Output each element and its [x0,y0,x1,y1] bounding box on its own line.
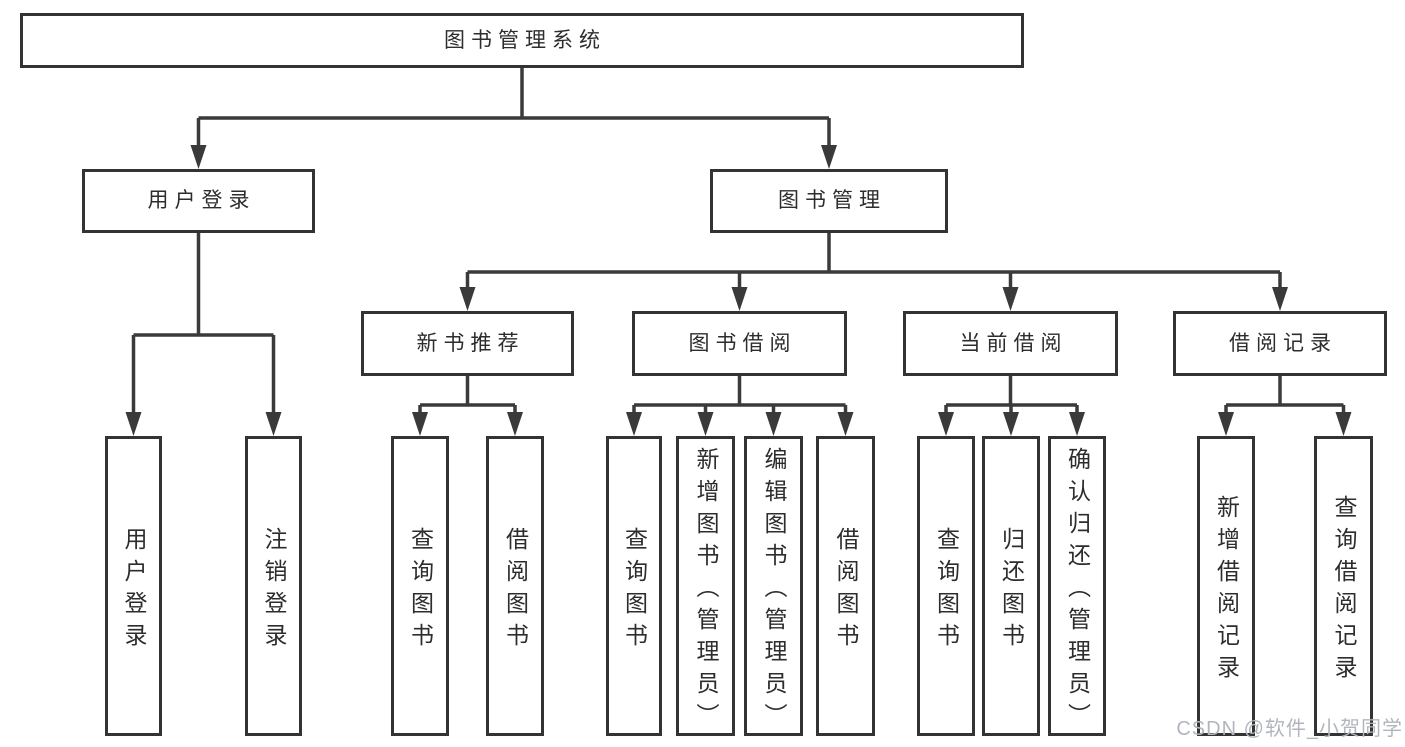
node-leaf-confirm-return: 确认归还（管理员） [1048,436,1106,736]
arrowhead-leaf-borrow-book-2 [837,412,854,436]
node-leaf-add-book: 新增图书（管理员） [676,436,735,736]
connector-path-book-mgmt [465,233,1282,291]
connector-book-borrow [626,376,854,436]
arrowhead-borrow-record [1272,287,1288,311]
node-leaf-query-book-3: 查询图书 [917,436,975,736]
arrowhead-book-mgmt [821,145,837,169]
node-leaf-query-borrow-record: 查询借阅记录 [1314,436,1373,736]
node-label-root: 图书管理系统 [444,28,606,52]
connector-path-root [196,68,831,149]
node-label-leaf-user-login: 用户登录 [121,526,147,655]
node-leaf-logout: 注销登录 [245,436,302,736]
connector-root [190,68,837,169]
node-leaf-add-borrow-record: 新增借阅记录 [1197,436,1255,736]
node-label-book-mgmt: 图书管理 [778,189,886,213]
arrowhead-leaf-query-book-1 [412,412,428,436]
node-leaf-edit-book: 编辑图书（管理员） [744,436,803,736]
node-root: 图书管理系统 [20,13,1024,68]
node-label-leaf-edit-book: 编辑图书（管理员） [761,446,787,735]
node-borrow-record: 借阅记录 [1173,311,1387,376]
connector-borrow-record [1218,376,1352,436]
arrowhead-leaf-edit-book [765,412,782,436]
node-leaf-query-book-2: 查询图书 [606,436,662,736]
node-user-login: 用户登录 [82,169,315,233]
node-label-leaf-query-book-3: 查询图书 [933,526,960,655]
connector-book-mgmt [459,233,1288,311]
node-label-leaf-confirm-return: 确认归还（管理员） [1064,446,1091,735]
arrowhead-current-borrow [1002,287,1019,311]
node-label-leaf-add-book: 新增图书（管理员） [693,446,719,735]
node-current-borrow: 当前借阅 [903,311,1118,376]
node-label-leaf-logout: 注销登录 [261,526,287,655]
node-new-book-rec: 新书推荐 [361,311,574,376]
connector-user-login [125,233,282,436]
arrowhead-book-borrow [731,287,748,311]
connector-new-book-rec [412,376,523,436]
node-leaf-user-login: 用户登录 [105,436,162,736]
node-label-leaf-borrow-book-2: 借阅图书 [833,526,859,655]
node-label-leaf-query-borrow-record: 查询借阅记录 [1331,494,1357,687]
node-label-borrow-record: 借阅记录 [1229,331,1337,355]
connector-path-borrow-record [1224,376,1346,416]
node-book-borrow: 图书借阅 [632,311,847,376]
arrowhead-leaf-confirm-return [1069,412,1085,436]
connector-path-new-book-rec [418,376,517,416]
arrowhead-leaf-logout [265,412,282,436]
connector-current-borrow [938,376,1085,436]
arrowhead-leaf-query-book-3 [938,412,954,436]
node-leaf-borrow-book-2: 借阅图书 [816,436,875,736]
watermark: CSDN @软件_小贺同学 [1176,718,1403,740]
arrowhead-new-book-rec [459,287,476,311]
node-label-user-login: 用户登录 [147,189,256,213]
node-label-book-borrow: 图书借阅 [688,331,797,355]
node-leaf-borrow-book-1: 借阅图书 [486,436,544,736]
arrowhead-user-login [190,145,207,169]
node-label-current-borrow: 当前借阅 [959,331,1068,355]
node-leaf-return-book: 归还图书 [982,436,1040,736]
arrowhead-leaf-return-book [1003,412,1019,436]
arrowhead-leaf-borrow-book-1 [507,412,523,436]
node-label-new-book-rec: 新书推荐 [416,331,525,355]
node-label-leaf-query-book-2: 查询图书 [621,526,648,655]
connector-path-book-borrow [632,376,848,416]
arrowhead-leaf-query-book-2 [626,412,642,436]
arrowhead-leaf-add-borrow-record [1218,412,1234,436]
node-label-leaf-query-book-1: 查询图书 [407,526,434,655]
node-label-leaf-borrow-book-1: 借阅图书 [502,526,529,655]
arrowhead-leaf-user-login [125,412,142,436]
node-label-leaf-return-book: 归还图书 [998,526,1025,655]
node-book-mgmt: 图书管理 [710,169,948,233]
arrowhead-leaf-query-borrow-record [1335,412,1352,436]
node-leaf-query-book-1: 查询图书 [391,436,449,736]
connector-path-user-login [131,233,276,416]
node-label-leaf-add-borrow-record: 新增借阅记录 [1213,494,1240,687]
arrowhead-leaf-add-book [697,412,714,436]
connector-path-current-borrow [944,376,1079,416]
